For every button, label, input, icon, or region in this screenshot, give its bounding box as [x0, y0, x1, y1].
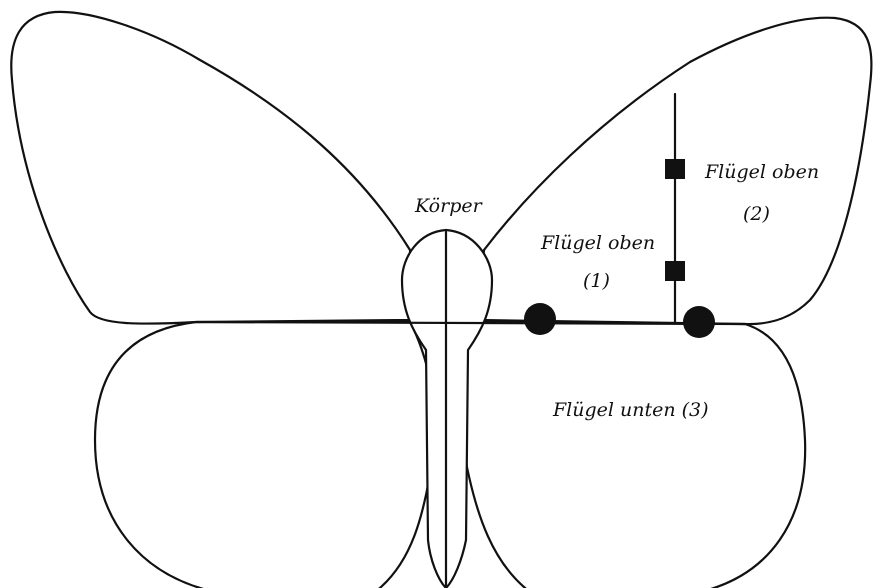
lower-left-wing	[93, 320, 437, 588]
round-marker-left	[524, 303, 556, 335]
wing-bottom-3-label: Flügel unten (3)	[552, 399, 709, 421]
square-marker-lower	[665, 261, 685, 281]
body-label: Körper	[414, 195, 484, 217]
square-marker-upper	[665, 159, 685, 179]
lower-right-wing	[457, 320, 807, 588]
wing-division-line	[194, 320, 747, 326]
upper-left-wing	[10, 10, 414, 325]
round-marker-right	[683, 306, 715, 338]
wing-top-2-label-line1: Flügel oben	[704, 161, 819, 183]
wing-top-1-label-line1: Flügel oben	[540, 232, 655, 254]
wing-top-1-label-line2: (1)	[583, 270, 610, 292]
wing-top-2-label-line2: (2)	[743, 203, 770, 225]
